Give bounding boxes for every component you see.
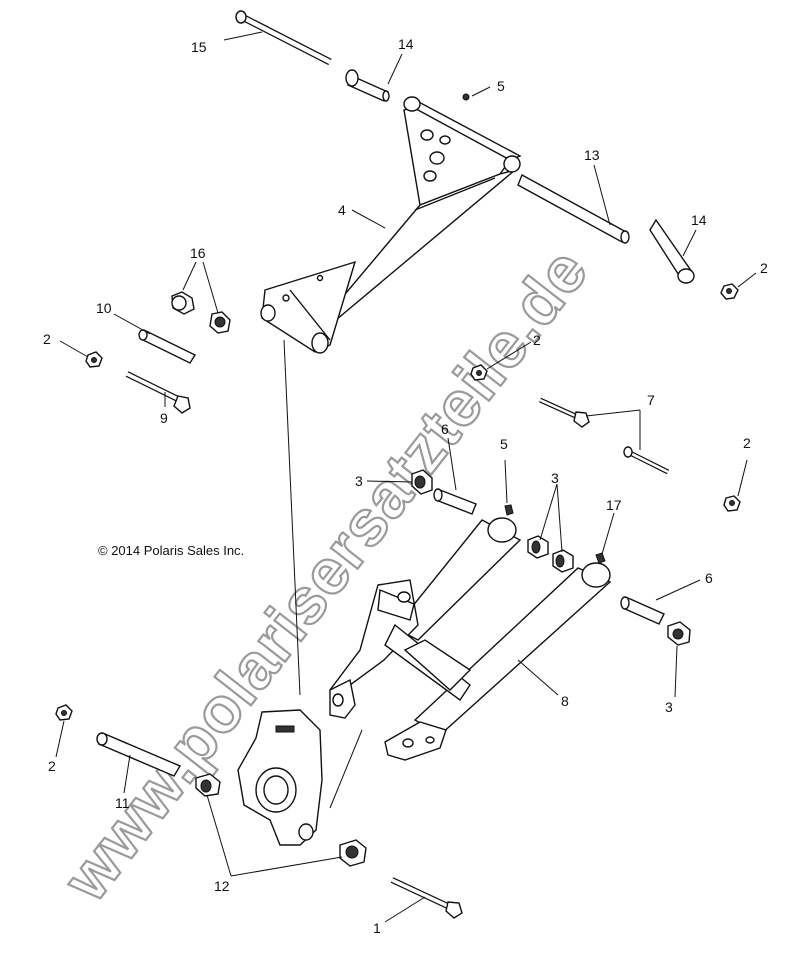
callout-7: 7: [647, 392, 655, 408]
callout-8: 8: [561, 693, 569, 709]
part-13-pivot-shaft: [517, 174, 630, 244]
part-15-bolt: [235, 10, 332, 66]
callout-14-lower: 14: [691, 212, 707, 228]
copyright-notice: © 2014 Polaris Sales Inc.: [98, 543, 244, 558]
callout-2-lower-left: 2: [48, 758, 56, 774]
part-6-sleeve-left: [433, 488, 477, 515]
callout-11: 11: [115, 795, 130, 811]
callout-4: 4: [338, 202, 346, 218]
callout-12: 12: [214, 878, 230, 894]
part-3-bushings-middle: [527, 535, 574, 573]
part-14-bushing-lower: [649, 218, 695, 284]
part-3-bushing-right: [667, 621, 691, 646]
part-4-upper-arm: [260, 96, 522, 354]
part-5-grease-fitting-lower: [504, 504, 514, 516]
carrier-housing: [237, 709, 323, 846]
callout-15: 15: [191, 39, 207, 55]
callout-2-left: 2: [43, 331, 51, 347]
part-2-nut-left: [85, 351, 103, 368]
part-8-lower-arm: [329, 517, 612, 761]
part-7-bolts: [538, 397, 670, 475]
callout-6-right: 6: [705, 570, 713, 586]
part-17-grease-fitting: [595, 552, 606, 564]
callout-5-upper: 5: [497, 78, 505, 94]
callout-10: 10: [96, 300, 112, 316]
part-10-pin: [138, 329, 197, 364]
part-2-nut-far-right: [723, 495, 741, 512]
part-1-bolt: [390, 877, 463, 919]
part-6-sleeve-right: [620, 596, 665, 625]
part-3-bushing-left: [411, 469, 433, 495]
callout-9: 9: [160, 410, 168, 426]
callout-2-upper-right: 2: [760, 260, 768, 276]
callout-3-right: 3: [665, 699, 673, 715]
callout-3-left: 3: [355, 473, 363, 489]
callout-1: 1: [373, 920, 381, 936]
part-2-nut-upper-right: [720, 283, 739, 300]
part-2-nut-lower-left: [55, 704, 73, 721]
callout-13: 13: [584, 147, 600, 163]
part-9-bolt: [125, 371, 191, 414]
callout-2-far-right: 2: [743, 435, 751, 451]
part-14-bushing-upper: [345, 69, 390, 102]
part-5-grease-fitting-upper: [462, 93, 470, 101]
callout-leaders: [55, 31, 757, 923]
callout-16: 16: [190, 245, 206, 261]
callout-14-upper: 14: [398, 36, 414, 52]
part-11-pin: [96, 732, 182, 777]
callout-3-middle: 3: [551, 470, 559, 486]
callout-numbers: 15 14 5 13 4 14 2 16 10 2 2 9 7 6 5 2 3 …: [43, 36, 768, 936]
callout-17: 17: [606, 497, 622, 513]
assembly-centerlines: [283, 339, 363, 809]
callout-5-lower: 5: [500, 436, 508, 452]
part-2-nut-center: [470, 364, 488, 381]
callout-2-center: 2: [533, 332, 541, 348]
part-12-bushings: [195, 773, 367, 867]
callout-6-left: 6: [441, 421, 449, 437]
part-16-bushings: [171, 291, 231, 334]
